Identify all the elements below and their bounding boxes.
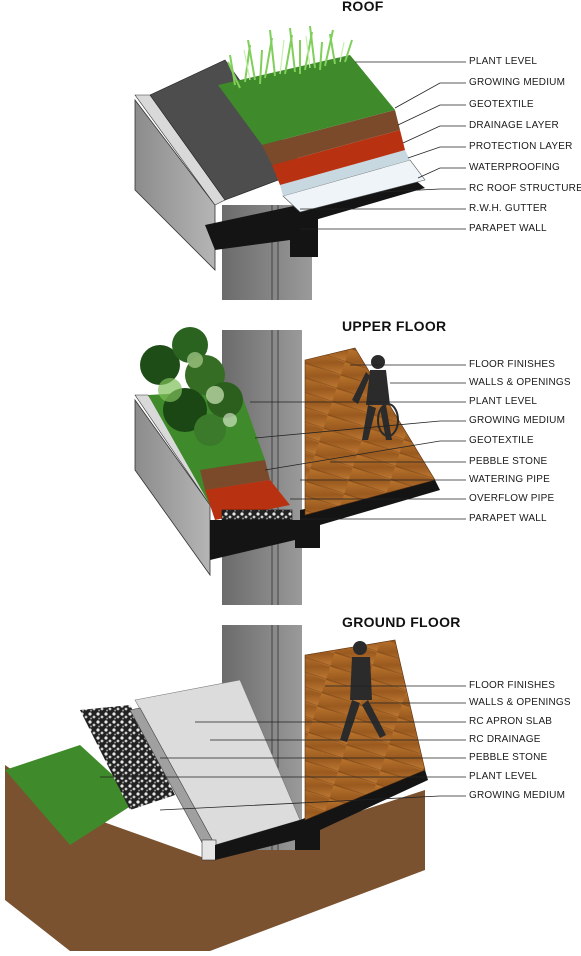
section-title-ground-floor: GROUND FLOOR <box>342 614 461 630</box>
ground-grass <box>5 745 140 845</box>
ground-floor-label: GROWING MEDIUM <box>469 790 566 801</box>
upper-floor-section <box>134 327 440 605</box>
leader-line <box>407 146 466 159</box>
upper-shrub <box>140 327 243 446</box>
roof-label: GROWING MEDIUM <box>469 77 566 88</box>
roof-label: PARAPET WALL <box>469 223 547 234</box>
upper-floor-label: PEBBLE STONE <box>469 456 548 467</box>
upper-floor-label: WALLS & OPENINGS <box>469 377 571 388</box>
roof-section <box>134 25 426 300</box>
upper-person-figure <box>352 355 399 440</box>
upper-floor-label: GROWING MEDIUM <box>469 415 566 426</box>
upper-planter-side <box>134 398 211 577</box>
leader-line <box>397 104 466 126</box>
ground-pebble-stone <box>80 705 175 810</box>
upper-floor-label: OVERFLOW PIPE <box>469 493 555 504</box>
upper-floor-label: PARAPET WALL <box>469 513 547 524</box>
roof-geotextile <box>262 110 400 165</box>
section-title-roof: ROOF <box>342 0 384 14</box>
roof-label: DRAINAGE LAYER <box>469 120 559 131</box>
ground-floor-label: RC APRON SLAB <box>469 716 553 727</box>
roof-label: R.W.H. GUTTER <box>469 203 548 214</box>
roof-grass <box>227 25 353 89</box>
ground-soil <box>5 765 425 951</box>
leader-line <box>159 795 466 811</box>
ground-floor-label: RC DRAINAGE <box>469 734 541 745</box>
roof-parapet-face <box>134 98 216 271</box>
upper-floor-label: PLANT LEVEL <box>469 396 538 407</box>
upper-floor-label: GEOTEXTILE <box>469 435 534 446</box>
leader-line <box>394 82 466 109</box>
leader-line <box>402 125 466 144</box>
upper-geotextile <box>200 460 270 490</box>
roof-label: GEOTEXTILE <box>469 99 534 110</box>
roof-label: PLANT LEVEL <box>469 56 538 67</box>
upper-floor-label: WATERING PIPE <box>469 474 550 485</box>
leader-lines <box>100 61 466 811</box>
roof-drainage <box>272 130 405 185</box>
ground-floor-section <box>5 625 428 951</box>
ground-person-figure <box>340 641 386 742</box>
upper-floor-label: FLOOR FINISHES <box>469 359 556 370</box>
ground-floor-label: WALLS & OPENINGS <box>469 697 571 708</box>
ground-floor-label: PEBBLE STONE <box>469 752 548 763</box>
roof-label: PROTECTION LAYER <box>469 141 573 152</box>
roof-growing-medium <box>218 55 395 145</box>
leader-line <box>379 188 466 193</box>
roof-protection <box>280 150 410 196</box>
roof-label: WATERPROOFING <box>469 162 560 173</box>
leader-line <box>254 420 466 439</box>
upper-rc-slab <box>210 480 440 560</box>
leader-line <box>417 167 466 179</box>
ground-floor-label: PLANT LEVEL <box>469 771 538 782</box>
roof-label: RC ROOF STRUCTURE <box>469 183 581 194</box>
ground-rc-slab <box>215 770 428 860</box>
leader-line <box>264 440 466 471</box>
upper-pebble-stone <box>221 509 293 521</box>
section-title-upper-floor: UPPER FLOOR <box>342 318 447 334</box>
ground-floor-label: FLOOR FINISHES <box>469 680 556 691</box>
